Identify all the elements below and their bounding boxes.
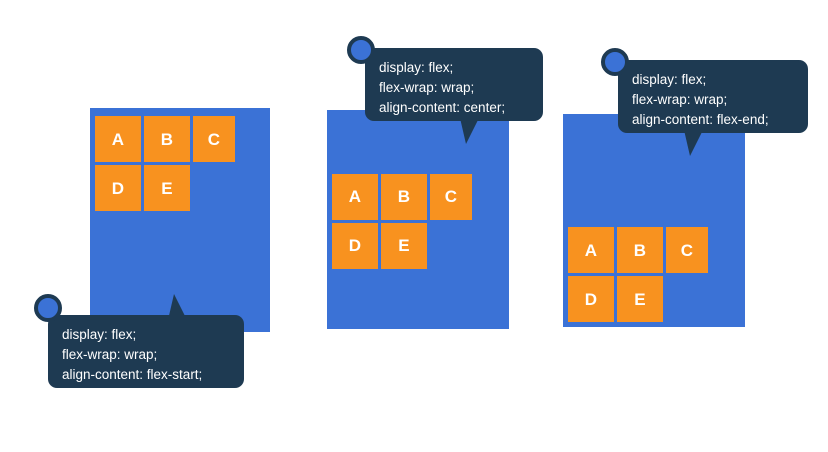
flex-item-d: D <box>568 276 614 322</box>
flex-item-b: B <box>144 116 190 162</box>
callout-code-line: display: flex; <box>379 60 454 75</box>
flex-item-b: B <box>617 227 663 273</box>
callout-code-line: align-content: flex-start; <box>62 367 203 382</box>
callout-tail-icon <box>460 118 479 144</box>
flex-item-a: A <box>95 116 141 162</box>
flex-item-d: D <box>332 222 378 269</box>
callout-bubble: display: flex; flex-wrap: wrap; align-cont… <box>48 315 244 388</box>
callout-tail-icon <box>684 130 703 156</box>
flex-item-e: E <box>381 222 427 269</box>
callout-code-line: flex-wrap: wrap; <box>379 80 475 95</box>
flex-item-e: E <box>617 276 663 322</box>
flex-item-b: B <box>381 173 427 220</box>
callout-code-line: display: flex; <box>62 327 137 342</box>
flex-item-a: A <box>568 227 614 273</box>
callout-tail-icon <box>168 294 187 320</box>
callout-bubble: display: flex; flex-wrap: wrap; align-cont… <box>365 48 543 121</box>
callout-code-line: flex-wrap: wrap; <box>632 92 728 107</box>
callout-code-line: flex-wrap: wrap; <box>62 347 158 362</box>
callout-dot-icon <box>347 36 375 64</box>
flex-item-c: C <box>666 227 708 273</box>
flex-item-c: C <box>430 173 472 220</box>
flex-item-e: E <box>144 165 190 211</box>
callout-code-line: align-content: center; <box>379 100 506 115</box>
flex-item-c: C <box>193 116 235 162</box>
flex-item-d: D <box>95 165 141 211</box>
flex-item-a: A <box>332 173 378 220</box>
callout-dot-icon <box>34 294 62 322</box>
callout-dot-icon <box>601 48 629 76</box>
callout-code-line: display: flex; <box>632 72 707 87</box>
callout-code-line: align-content: flex-end; <box>632 112 769 127</box>
callout-bubble: display: flex; flex-wrap: wrap; align-cont… <box>618 60 808 133</box>
